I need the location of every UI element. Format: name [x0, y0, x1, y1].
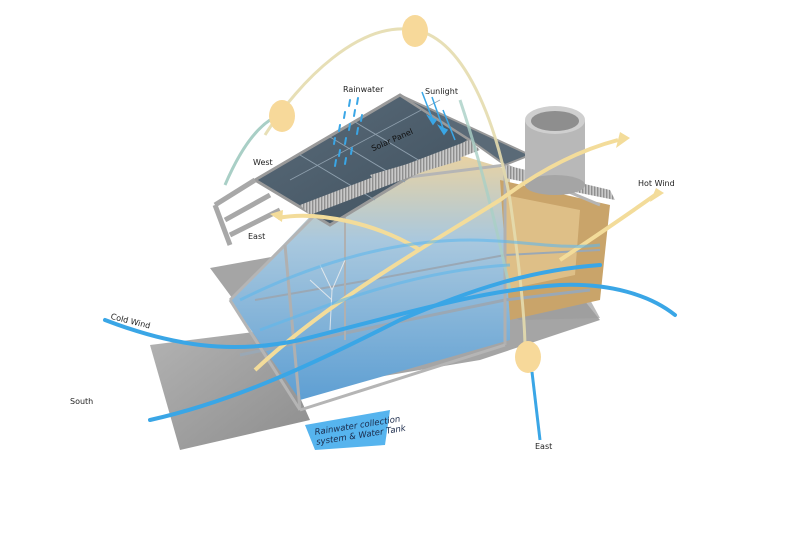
chimney [525, 106, 585, 195]
label-south: South [70, 397, 94, 406]
sun-icon-west [269, 100, 295, 132]
rain-icon [333, 97, 363, 167]
water-tank [305, 410, 390, 450]
label-east-upper: East [248, 232, 266, 241]
label-hot-wind: Hot Wind [638, 179, 675, 188]
sun-icon-top [402, 15, 428, 47]
sun-path [263, 27, 527, 351]
label-east-lower: East [535, 442, 553, 451]
label-sunlight: Sunlight [425, 87, 458, 96]
label-rainwater: Rainwater [343, 85, 384, 94]
cold-wind-flows [103, 263, 677, 422]
sunlight-arrows [421, 91, 456, 141]
sun-icon-east [515, 341, 541, 373]
label-west: West [253, 158, 273, 167]
hot-wind-arrows [253, 138, 657, 372]
